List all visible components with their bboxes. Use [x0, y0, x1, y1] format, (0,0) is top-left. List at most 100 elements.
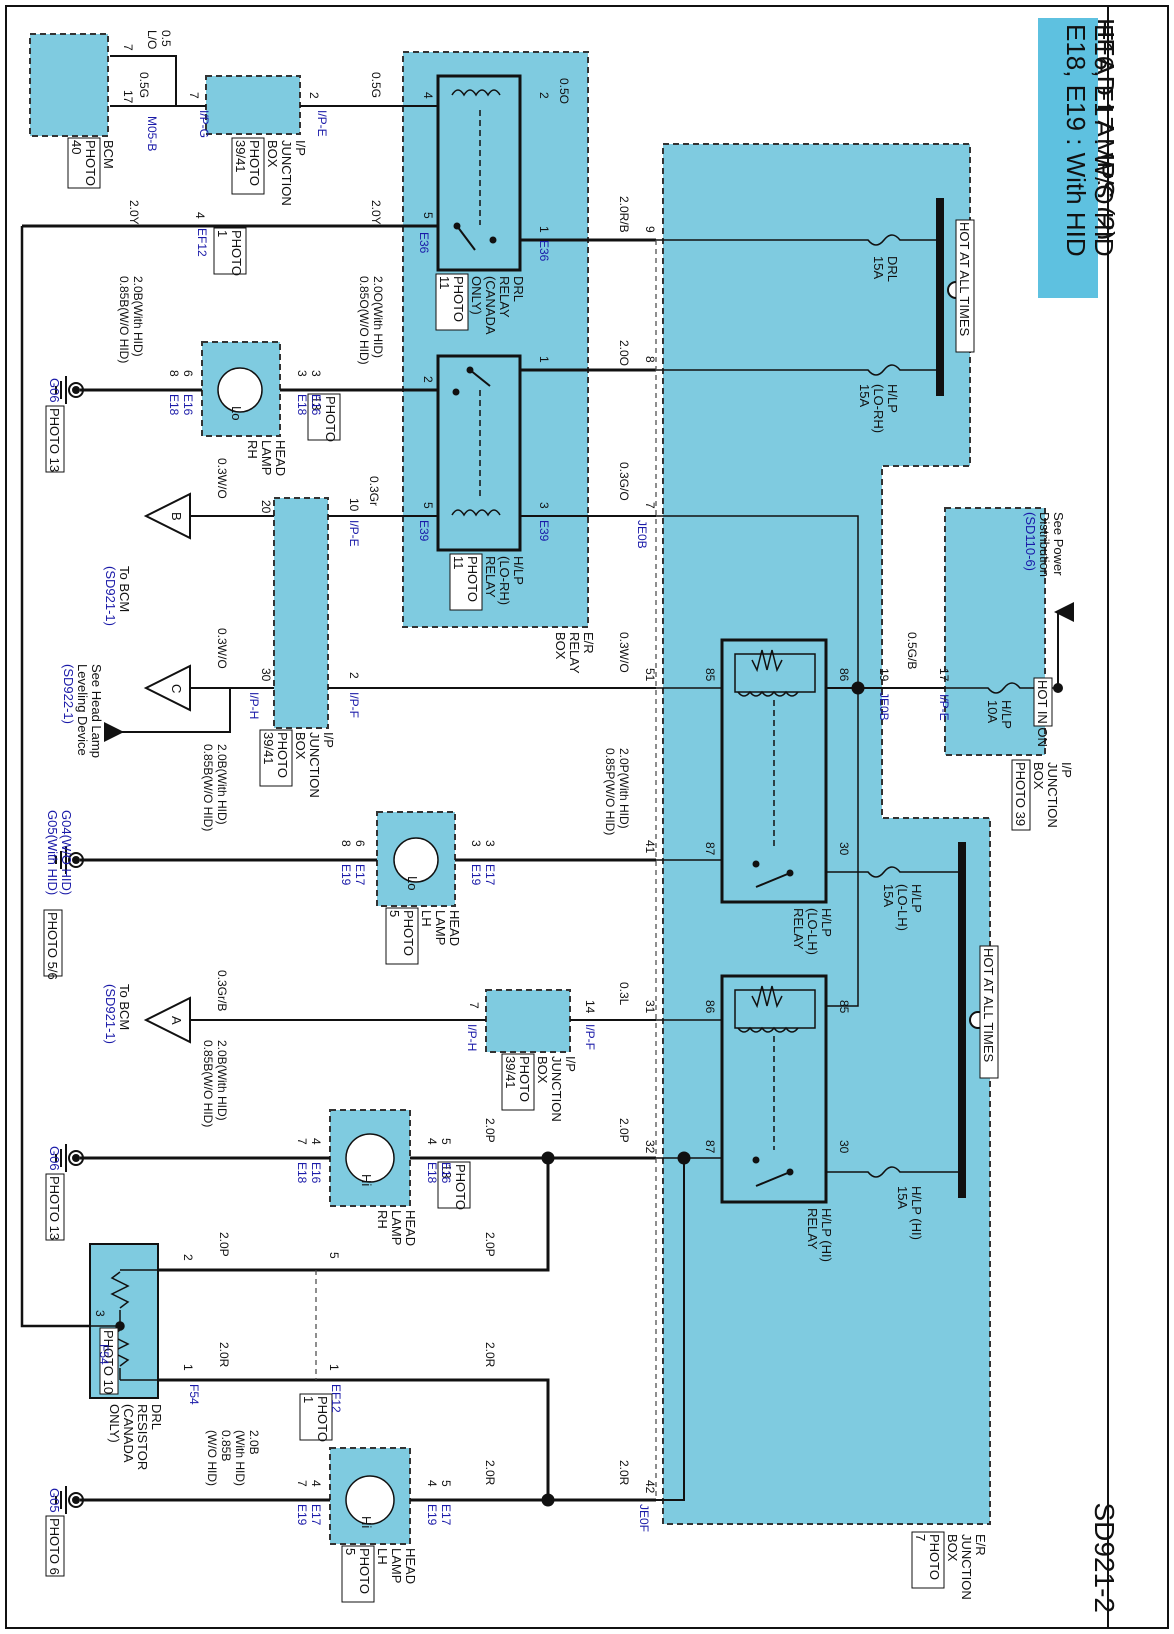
svg-text:ONLY): ONLY) [469, 276, 484, 315]
svg-text:0.5G: 0.5G [137, 72, 151, 98]
svg-text:5: 5 [387, 910, 402, 917]
svg-text:E/R: E/R [973, 1534, 988, 1556]
svg-text:30: 30 [259, 668, 273, 682]
svg-text:I/P-E: I/P-E [315, 110, 329, 137]
fuse-drl [656, 234, 936, 246]
svg-text:87: 87 [703, 1140, 717, 1154]
svg-text:HEAD: HEAD [447, 910, 462, 946]
svg-text:E36: E36 [417, 232, 431, 254]
svg-text:E/R: E/R [581, 632, 596, 654]
svg-text:4: 4 [193, 212, 207, 219]
svg-text:2.0Y: 2.0Y [369, 200, 383, 225]
svg-text:4: 4 [309, 1138, 323, 1145]
svg-text:E18, E19 : With HID: E18, E19 : With HID [1061, 24, 1091, 257]
svg-text:7: 7 [295, 1138, 309, 1145]
svg-text:11: 11 [437, 276, 452, 290]
svg-text:G05(With HID): G05(With HID) [45, 810, 60, 895]
svg-text:1: 1 [537, 226, 551, 233]
svg-text:PHOTO: PHOTO [247, 140, 262, 186]
svg-text:87: 87 [703, 842, 717, 856]
svg-text:DRL: DRL [511, 276, 526, 302]
svg-text:(LO-LH): (LO-LH) [805, 908, 820, 955]
svg-text:39/41: 39/41 [503, 1056, 518, 1089]
svg-text:13: 13 [439, 1164, 454, 1178]
svg-text:2: 2 [347, 672, 361, 679]
svg-text:I/P-E: I/P-E [937, 694, 951, 721]
svg-text:40: 40 [69, 140, 84, 154]
svg-text:17: 17 [121, 90, 135, 104]
svg-text:RESISTOR: RESISTOR [135, 1404, 150, 1470]
svg-text:20: 20 [259, 500, 273, 514]
bcm-ref-b-triangle [143, 492, 191, 540]
svg-text:See Power: See Power [1051, 512, 1066, 576]
lo-rh-relay [436, 354, 522, 552]
svg-text:0.85B(W/O HID): 0.85B(W/O HID) [201, 744, 215, 831]
svg-text:E18: E18 [425, 1162, 439, 1184]
svg-text:13: 13 [309, 396, 324, 410]
svg-text:2: 2 [307, 92, 321, 99]
svg-text:E16: E16 [309, 394, 323, 416]
svg-text:(W/O HID): (W/O HID) [205, 1430, 219, 1486]
svg-text:1: 1 [181, 1364, 195, 1371]
svg-text:RELAY: RELAY [791, 908, 806, 950]
svg-text:E39: E39 [417, 520, 431, 542]
svg-text:(LO-RH): (LO-RH) [871, 384, 886, 433]
svg-text:RH: RH [245, 440, 260, 459]
page-code: SD921-2 [1089, 1502, 1120, 1613]
svg-text:5: 5 [439, 1480, 453, 1487]
svg-text:6: 6 [181, 370, 195, 377]
svg-text:PHOTO 6: PHOTO 6 [47, 1518, 62, 1575]
svg-text:PHOTO: PHOTO [451, 276, 466, 322]
svg-text:PHOTO 13: PHOTO 13 [47, 408, 62, 472]
svg-text:8: 8 [339, 840, 353, 847]
svg-text:4: 4 [309, 1480, 323, 1487]
svg-text:39/41: 39/41 [261, 732, 276, 765]
svg-text:PHOTO 5/6: PHOTO 5/6 [45, 912, 60, 980]
svg-text:JE0B: JE0B [877, 692, 891, 721]
svg-text:PHOTO: PHOTO [275, 732, 290, 778]
svg-text:LH: LH [375, 1548, 390, 1565]
svg-text:Hi: Hi [359, 1174, 374, 1186]
svg-text:I/P-E: I/P-E [347, 520, 361, 547]
svg-text:2.0B(With HID): 2.0B(With HID) [215, 744, 229, 825]
svg-text:B: B [169, 512, 184, 521]
hot-at-all-times-bottom: HOT AT ALL TIMES [981, 948, 996, 1062]
svg-text:39/41: 39/41 [233, 140, 248, 173]
svg-text:HEAD: HEAD [403, 1210, 418, 1246]
svg-text:0.3L: 0.3L [617, 982, 631, 1006]
svg-text:3: 3 [93, 1310, 107, 1317]
svg-text:10A: 10A [985, 700, 1000, 723]
svg-text:2.0B: 2.0B [247, 1430, 261, 1455]
svg-text:BOX: BOX [1031, 762, 1046, 790]
svg-text:PHOTO 13: PHOTO 13 [47, 1176, 62, 1240]
er-relay-box [402, 51, 589, 628]
svg-text:(CANADA: (CANADA [483, 276, 498, 335]
svg-text:Lo: Lo [229, 406, 244, 420]
svg-text:(CANADA: (CANADA [121, 1404, 136, 1463]
svg-text:LAMP: LAMP [433, 910, 448, 945]
svg-text:0.5O: 0.5O [557, 78, 571, 104]
svg-text:PHOTO: PHOTO [401, 910, 416, 956]
svg-text:H/LP (HI): H/LP (HI) [819, 1208, 834, 1262]
drl-relay [436, 74, 522, 272]
ip-junction-box-right [944, 507, 1046, 756]
svg-text:19: 19 [877, 668, 891, 682]
connector-dash-lines [315, 240, 657, 1500]
svg-text:1: 1 [537, 356, 551, 363]
svg-text:3: 3 [483, 840, 497, 847]
svg-text:JUNCTION: JUNCTION [549, 1056, 564, 1122]
svg-text:PHOTO: PHOTO [315, 1396, 330, 1442]
svg-text:(SD110-6): (SD110-6) [1023, 512, 1038, 571]
svg-text:M05-B: M05-B [145, 116, 159, 151]
svg-text:PHOTO: PHOTO [465, 556, 480, 602]
svg-text:8: 8 [643, 356, 657, 363]
svg-text:2.0R: 2.0R [483, 1460, 497, 1486]
svg-text:1: 1 [215, 230, 230, 237]
bulb-lh-hi-icon [345, 1475, 395, 1525]
wires [20, 55, 944, 1507]
svg-text:BOX: BOX [293, 732, 308, 760]
svg-text:6: 6 [353, 840, 367, 847]
bcm-ref-c-triangle [143, 664, 191, 712]
svg-text:H/LP: H/LP [885, 384, 900, 413]
svg-text:11: 11 [451, 556, 466, 570]
